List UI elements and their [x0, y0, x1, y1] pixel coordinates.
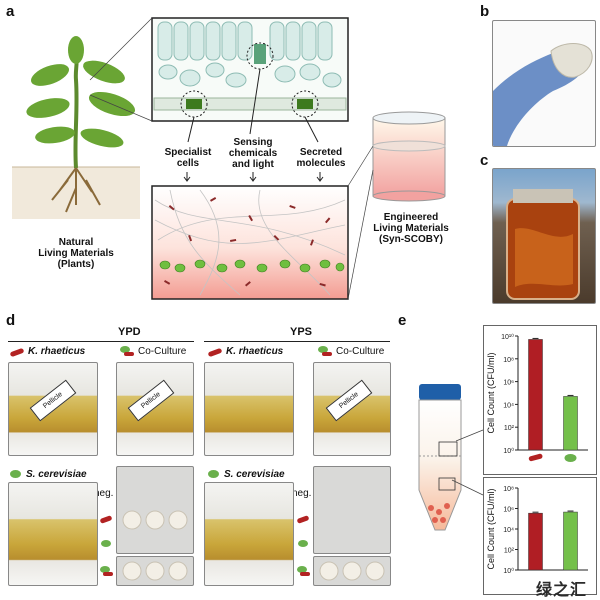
sensing-label: Sensing chemicals and light [228, 137, 278, 170]
y-tick-label: 10⁴ [503, 527, 514, 534]
bacteria-icon [9, 347, 25, 358]
bacteria-icon [296, 515, 310, 524]
yps-header: YPS [290, 326, 313, 338]
panel-label-e: e [398, 312, 407, 329]
ypd-plate-row [116, 556, 194, 586]
watermark: 绿之汇 [536, 580, 588, 599]
s-cerevisiae-label: S. cerevisiae [26, 469, 87, 480]
neg-label: neg. [94, 488, 114, 499]
ypd-scerevisiae-photo [8, 482, 98, 586]
y-tick-label: 10⁸ [503, 486, 514, 493]
scoby-jar-photo [492, 168, 596, 304]
yeast-icon [298, 540, 308, 547]
yps-plate-row [313, 556, 391, 586]
yeast-icon [101, 540, 111, 547]
coculture-bacteria-icon-yps [322, 352, 332, 356]
bacteria-icon-yps [207, 347, 223, 358]
natural-materials-label: Natural Living Materials (Plants) [38, 237, 114, 270]
y-tick-label: 10⁰ [503, 447, 514, 455]
y-tick-label: 10² [504, 425, 515, 432]
bar-s-cerevisiae [563, 511, 578, 571]
engineered-materials-label: Engineered Living Materials (Syn-SCOBY) [373, 212, 449, 245]
coculture-label-yps: Co-Culture [336, 346, 385, 357]
y-tick-label: 10⁴ [503, 402, 514, 409]
bacteria-icon [528, 453, 543, 462]
panel-label-b: b [480, 3, 490, 20]
y-tick-label: 10⁰ [503, 567, 514, 575]
k-rhaeticus-label: K. rhaeticus [28, 346, 86, 357]
neg-label-yps: neg. [292, 488, 312, 499]
coculture-icon [100, 566, 110, 573]
bar-k-rhaeticus [528, 339, 543, 451]
yps-divider [204, 341, 390, 342]
y-tick-label: 10¹⁰ [501, 333, 514, 341]
bar-s-cerevisiae [563, 396, 578, 451]
y-tick-label: 10⁶ [503, 507, 514, 514]
k-rhaeticus-label-yps: K. rhaeticus [226, 346, 284, 357]
bar-k-rhaeticus [528, 512, 543, 571]
y-axis-label: Cell Count (CFU/ml) [486, 488, 496, 569]
yeast-icon-yps [208, 470, 219, 478]
bottom-chart-frame [483, 477, 597, 595]
bacteria-icon [99, 515, 113, 524]
ypd-divider [8, 341, 194, 342]
yeast-icon [564, 454, 577, 462]
yeast-icon [10, 470, 21, 478]
yps-krhaeticus-photo [204, 362, 294, 456]
s-cerevisiae-label-yps: S. cerevisiae [224, 469, 285, 480]
falcon-tube-icon [418, 384, 462, 531]
glove-pellicle-photo [492, 20, 596, 147]
cfu-chart-liquid: 10⁰ 10² 10⁴ 10⁶ 10⁸ Cell Count (CFU/ml) [486, 486, 588, 575]
bacteria-icon [300, 572, 310, 576]
yps-plate-negative [313, 466, 391, 554]
coculture-icon-yps [318, 346, 328, 353]
cfu-chart-pellicle: 10⁰ 10² 10⁴ 10⁶ 10⁸ 10¹⁰ Cell Count (CFU/ml) [486, 333, 588, 462]
secreted-molecules-label: Secreted molecules [296, 147, 346, 169]
coculture-icon [120, 346, 130, 353]
yps-coculture-photo [313, 362, 391, 456]
y-axis-label: Cell Count (CFU/ml) [486, 352, 496, 433]
y-tick-label: 10⁶ [503, 380, 514, 387]
ypd-header: YPD [118, 326, 141, 338]
panel-label-c: c [480, 152, 489, 169]
coculture-icon [297, 566, 307, 573]
ypd-plate-negative [116, 466, 194, 554]
y-tick-label: 10² [504, 548, 515, 555]
y-tick-label: 10⁸ [503, 357, 514, 364]
panel-label-d: d [6, 312, 16, 329]
bacteria-icon [103, 572, 113, 576]
syn-scoby-jar-icon [372, 111, 446, 202]
coculture-label: Co-Culture [138, 346, 187, 357]
specialist-cells-label: Specialist cells [164, 147, 212, 169]
yps-scerevisiae-photo [204, 482, 294, 586]
panel-a-illustration [12, 17, 446, 300]
top-chart-frame [483, 325, 597, 475]
zoom-lines [451, 429, 484, 496]
panel-label-a: a [6, 3, 15, 20]
coculture-bacteria-icon [124, 352, 134, 356]
